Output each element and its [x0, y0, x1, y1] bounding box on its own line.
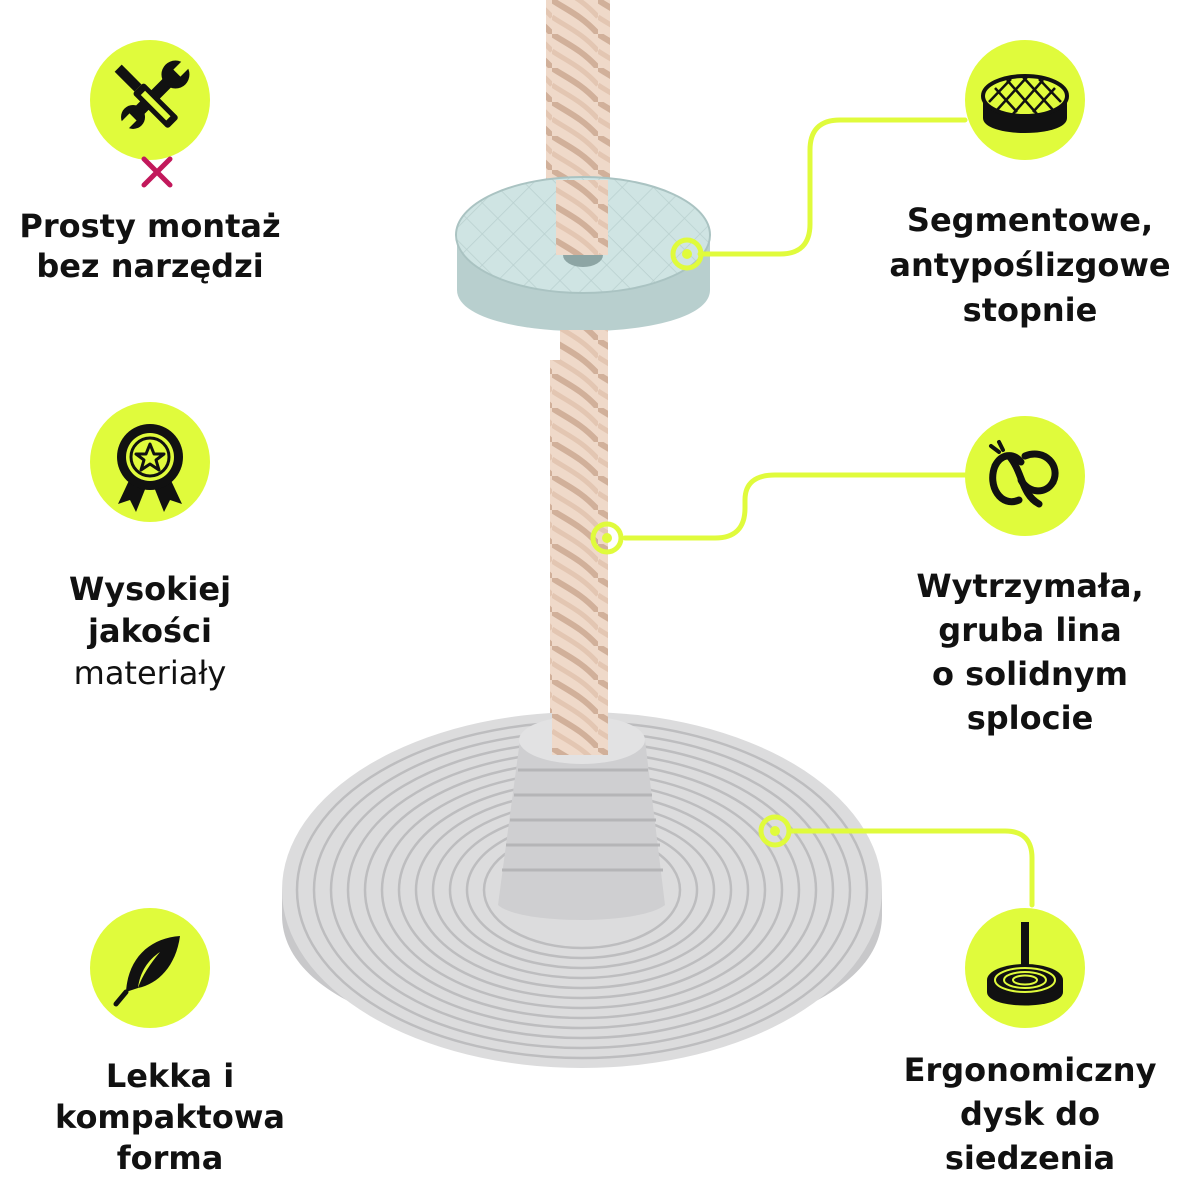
quality-label-line-2: jakości	[88, 612, 212, 650]
steps-label-line-3: stopnie	[962, 291, 1098, 329]
rope-label-line-4: splocie	[966, 699, 1094, 737]
quality-label-line-3: materiały	[73, 654, 227, 692]
steps-label: Segmentowe, antypoślizgowe stopnie	[880, 198, 1180, 333]
callout-line-steps	[697, 117, 968, 257]
light-label-line-2: kompaktowa	[55, 1098, 285, 1136]
disc-label-line-3: siedzenia	[944, 1139, 1116, 1177]
steps-label-line-1: Segmentowe,	[906, 201, 1154, 239]
step-disc	[455, 176, 711, 370]
rope-label: Wytrzymała, gruba lina o solidnym sploci…	[880, 564, 1180, 740]
disc-label: Ergonomiczny dysk do siedzenia	[880, 1048, 1180, 1180]
light-label-line-3: forma	[116, 1139, 224, 1177]
seat-disc-icon	[965, 908, 1085, 1028]
light-label: Lekka i kompaktowa forma	[10, 1056, 330, 1179]
callout-dot-disc	[758, 814, 792, 848]
rope-label-line-2: gruba lina	[938, 611, 1122, 649]
callout-line-disc	[787, 828, 1035, 908]
tools-icon	[90, 40, 210, 160]
no-tools-cross-icon	[141, 156, 173, 188]
assembly-label-line-1: Prosty montaż	[19, 207, 281, 245]
disc-label-line-1: Ergonomiczny	[903, 1051, 1157, 1089]
light-label-line-1: Lekka i	[105, 1057, 235, 1095]
rope-label-line-1: Wytrzymała,	[916, 567, 1144, 605]
rope-knot-icon	[965, 416, 1085, 536]
segment-step-icon	[965, 40, 1085, 160]
assembly-label: Prosty montaż bez narzędzi	[10, 206, 290, 286]
rope-label-line-3: o solidnym	[932, 655, 1128, 693]
quality-seal-icon	[90, 402, 210, 522]
steps-label-line-2: antypoślizgowe	[889, 246, 1171, 284]
disc-label-line-2: dysk do	[959, 1095, 1101, 1133]
feather-icon	[90, 908, 210, 1028]
callout-dot-rope	[590, 521, 624, 555]
callout-line-rope	[622, 472, 968, 541]
quality-label-line-1: Wysokiej	[68, 570, 232, 608]
callout-dot-steps	[670, 237, 704, 271]
assembly-label-line-2: bez narzędzi	[36, 247, 264, 285]
quality-label: Wysokiej jakości materiały	[10, 568, 290, 694]
seat-disc	[282, 700, 882, 1068]
